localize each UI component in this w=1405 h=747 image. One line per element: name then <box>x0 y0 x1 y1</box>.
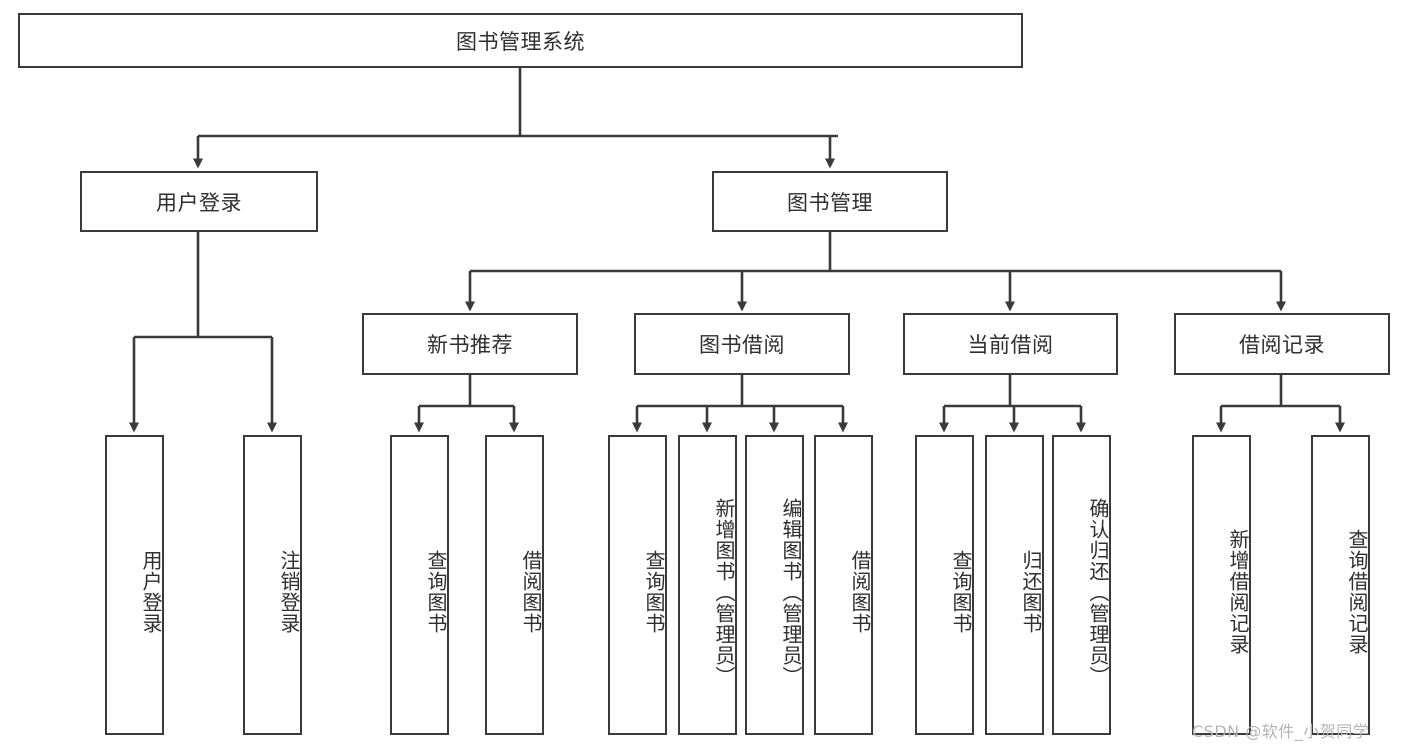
node-label: 新增图书（管理员） <box>712 497 736 687</box>
leaf-borrow-book-recommend: 借阅图书 <box>485 435 544 735</box>
node-label: 借阅记录 <box>1239 333 1325 357</box>
node-label: 当前借阅 <box>967 333 1054 357</box>
node-new-book-recommend: 新书推荐 <box>362 313 578 375</box>
node-root-system: 图书管理系统 <box>18 13 1023 68</box>
leaf-query-book-recommend: 查询图书 <box>390 435 449 735</box>
node-user-login: 用户登录 <box>80 171 318 232</box>
node-label: 查询图书 <box>642 550 666 634</box>
node-label: 借阅图书 <box>519 550 543 634</box>
leaf-confirm-return-admin: 确认归还（管理员） <box>1052 435 1111 735</box>
node-label: 借阅图书 <box>848 550 872 634</box>
leaf-add-book-admin: 新增图书（管理员） <box>678 435 737 735</box>
leaf-query-borrow-record: 查询借阅记录 <box>1311 435 1370 735</box>
leaf-user-login: 用户登录 <box>105 435 164 735</box>
node-label: 注销登录 <box>277 550 301 634</box>
leaf-edit-book-admin: 编辑图书（管理员） <box>745 435 804 735</box>
node-label: 图书借阅 <box>699 333 785 357</box>
node-label: 编辑图书（管理员） <box>779 497 803 687</box>
node-label: 图书管理系统 <box>456 29 585 54</box>
node-label: 用户登录 <box>156 190 242 215</box>
node-label: 查询图书 <box>424 550 448 634</box>
node-label: 确认归还（管理员） <box>1086 497 1110 687</box>
csdn-watermark: CSDN @软件_小贺同学 <box>1192 722 1370 741</box>
node-book-management: 图书管理 <box>712 171 948 232</box>
node-label: 图书管理 <box>787 190 873 215</box>
leaf-add-borrow-record: 新增借阅记录 <box>1192 435 1251 735</box>
node-label: 查询图书 <box>949 550 973 634</box>
leaf-query-book-current: 查询图书 <box>915 435 974 735</box>
leaf-return-book: 归还图书 <box>985 435 1044 735</box>
node-label: 查询借阅记录 <box>1345 529 1369 655</box>
node-label: 用户登录 <box>139 550 163 634</box>
node-label: 新增借阅记录 <box>1226 529 1250 655</box>
node-label: 归还图书 <box>1019 550 1043 634</box>
leaf-borrow-book: 借阅图书 <box>814 435 873 735</box>
node-label: 新书推荐 <box>427 333 513 357</box>
leaf-logout: 注销登录 <box>243 435 302 735</box>
node-borrow-record: 借阅记录 <box>1174 313 1390 375</box>
node-current-borrow: 当前借阅 <box>903 313 1118 375</box>
node-book-borrow: 图书借阅 <box>634 313 850 375</box>
leaf-query-book-borrow: 查询图书 <box>608 435 667 735</box>
